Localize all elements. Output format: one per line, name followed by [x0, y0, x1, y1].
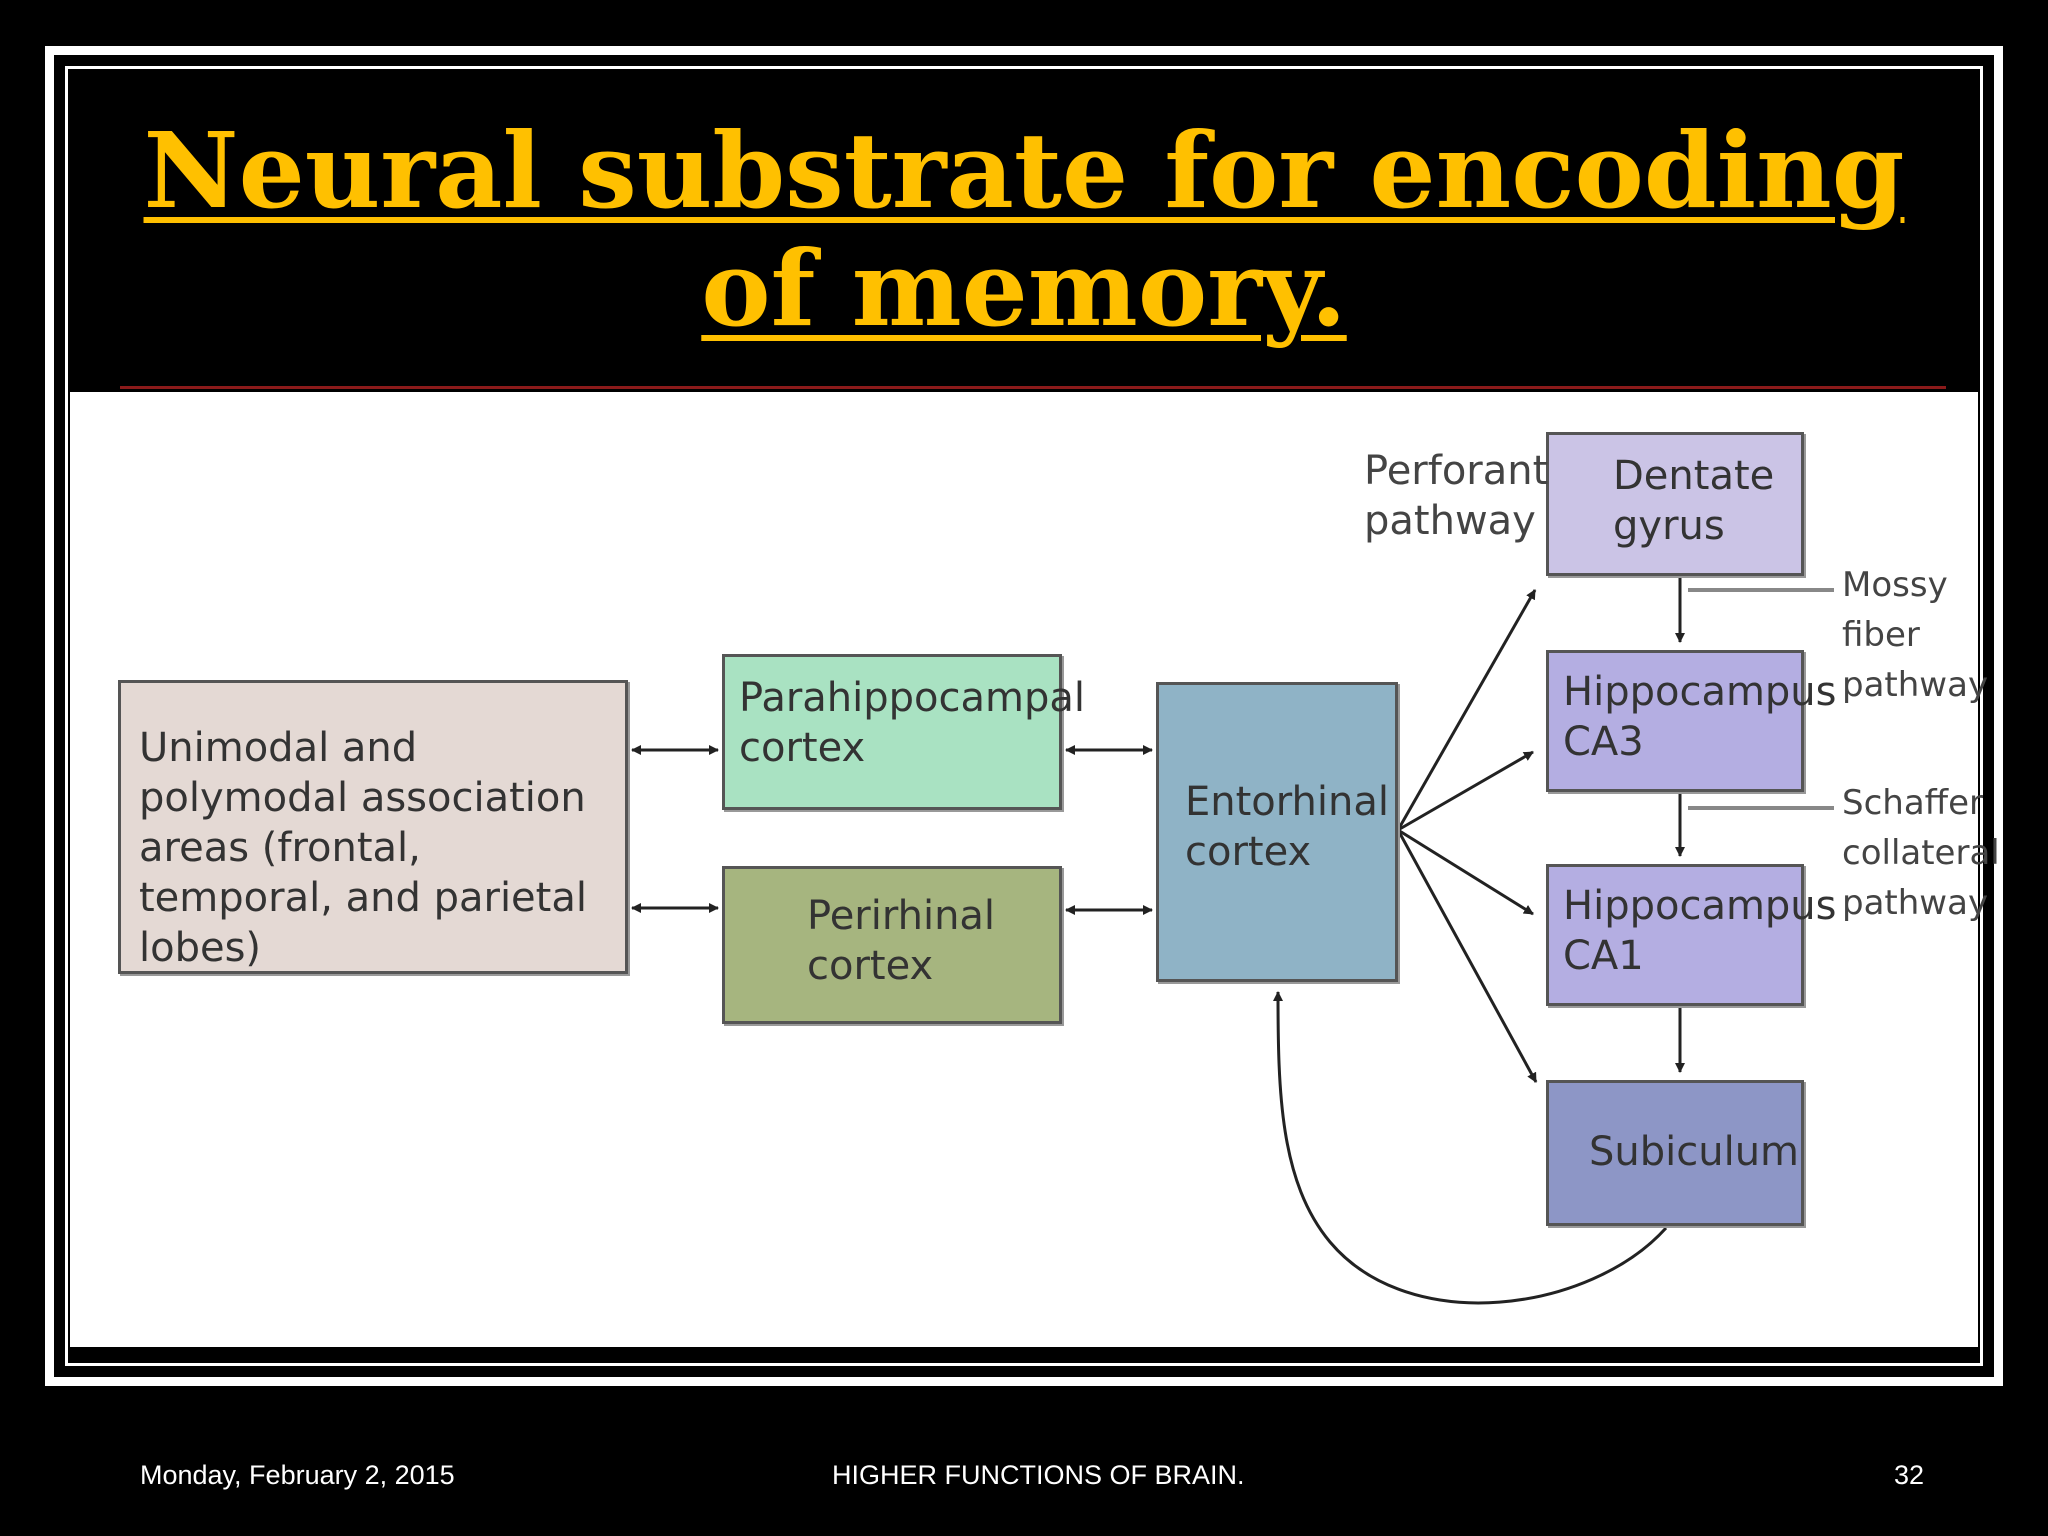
box-parahippocampal-label: Parahippocampal cortex — [739, 675, 1085, 771]
slide-frame-outer — [45, 46, 2003, 1386]
box-subiculum: Subiculum — [1546, 1080, 1804, 1226]
box-association-label: Unimodal and polymodal association areas… — [139, 725, 587, 971]
label-mossy-fiber-pathway: Mossy fiber pathway — [1842, 565, 1989, 705]
box-association-areas: Unimodal and polymodal association areas… — [118, 680, 628, 974]
slide-frame-inner — [65, 66, 1983, 1366]
arrow-entorhinal-ca3 — [1397, 750, 1534, 832]
box-entorhinal-label: Entorhinal cortex — [1185, 779, 1389, 875]
box-ca1-label: Hippocampus CA1 — [1563, 883, 1837, 979]
box-entorhinal-cortex: Entorhinal cortex — [1156, 682, 1398, 982]
box-ca3-label: Hippocampus CA3 — [1563, 669, 1837, 765]
label-perforant-pathway: Perforant pathway — [1364, 448, 1549, 544]
box-hippocampus-ca1: Hippocampus CA1 — [1546, 864, 1837, 1006]
box-dentate-gyrus: Dentate gyrus — [1546, 432, 1804, 576]
box-parahippocampal-cortex: Parahippocampal cortex — [722, 654, 1085, 810]
title-area: Neural substrate for encoding of memory. — [70, 72, 1978, 388]
box-perirhinal-label: Perirhinal cortex — [807, 893, 996, 989]
slide-title: Neural substrate for encoding of memory. — [70, 112, 1978, 348]
footer-page-number: 32 — [1894, 1460, 1925, 1490]
title-divider — [120, 386, 1946, 389]
slide-title-text: Neural substrate for encoding of memory. — [143, 109, 1905, 350]
box-hippocampus-ca3: Hippocampus CA3 — [1546, 650, 1837, 792]
box-subiculum-label: Subiculum — [1589, 1129, 1800, 1175]
box-perirhinal-cortex: Perirhinal cortex — [722, 866, 1062, 1024]
arrow-entorhinal-ca1 — [1397, 828, 1534, 916]
arrow-entorhinal-subiculum — [1396, 829, 1538, 1083]
arrow-entorhinal-dentate — [1396, 589, 1537, 831]
label-schaffer-collateral-pathway: Schaffer collateral pathway — [1842, 783, 2000, 923]
arrow-subiculum-entorhinal — [1273, 991, 1668, 1305]
box-dentate-label: Dentate gyrus — [1613, 453, 1775, 549]
diagram-connectors — [631, 577, 1834, 1305]
footer-course-title: HIGHER FUNCTIONS OF BRAIN. — [832, 1460, 1245, 1490]
footer-date: Monday, February 2, 2015 — [140, 1460, 455, 1490]
memory-pathway-diagram: Unimodal and polymodal association areas… — [70, 392, 2000, 1347]
